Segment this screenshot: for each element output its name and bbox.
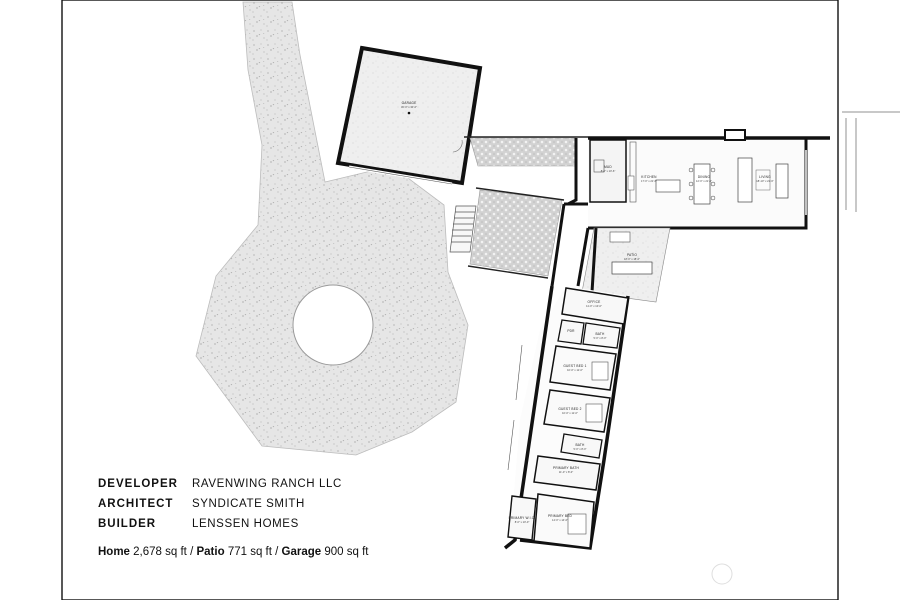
garage-area-value: 900 sq ft: [324, 546, 369, 558]
room-label-pdr: PDR: [567, 329, 575, 333]
room-label-dining: DINING: [698, 175, 711, 179]
room-dim-primary-wic: 8'-0" x 10'-0": [515, 520, 530, 524]
patio-area-label: Patio: [196, 546, 225, 558]
entry-steps: [449, 205, 477, 253]
patio-area-value: 771 sq ft: [227, 546, 272, 558]
room-dim-bath-2: 5'-0" x 8'-0": [573, 447, 586, 451]
gallery-walls: [550, 138, 590, 287]
room-label-bath-2: BATH: [575, 443, 585, 447]
faded-mark: [711, 563, 733, 585]
room-dim-guest-bed-2: 10'-0" x 11'-0": [562, 411, 578, 415]
room-dim-living: 18'-10" x 21'-6": [756, 179, 773, 183]
area-separator: /: [190, 546, 194, 558]
room-label-mud: MUD: [604, 165, 612, 169]
room-dim-kitchen: 17'-0" x 21'-6": [641, 179, 657, 183]
credit-role: ARCHITECT: [98, 498, 174, 510]
breezeway-frame: [464, 136, 588, 279]
driveway-gravel: [195, 1, 469, 456]
room-dim-dining: 12'-0" x 21'-6": [696, 179, 712, 183]
room-dim-garage: 30'-0" x 30'-0": [401, 105, 417, 109]
credit-name: LENSSEN HOMES: [192, 518, 299, 530]
room-label-living: LIVING: [759, 175, 771, 179]
driveway-island: [292, 284, 374, 366]
main-wing: MUD 8'-0" x 10'-6" KITCHEN 17'-0" x 21'-…: [588, 129, 830, 230]
home-area-value: 2,678 sq ft: [133, 546, 187, 558]
room-dim-guest-bed-1: 10'-0" x 11'-0": [567, 368, 583, 372]
room-label-garage: GARAGE: [402, 101, 417, 105]
room-dim-bath-1: 5'-0" x 8'-0": [593, 336, 606, 340]
breezeway-pavers-upper: [469, 137, 577, 167]
room-label-kitchen: KITCHEN: [641, 175, 657, 179]
room-label-primary-bed: PRIMARY BED: [548, 514, 573, 518]
garage-area-label: Garage: [281, 546, 322, 558]
room-label-primary-bath: PRIMARY BATH: [553, 466, 579, 470]
bedroom-wing: OFFICE 11'-0" x 10'-0" PDR BATH 5'-0" x …: [503, 285, 630, 550]
garage: GARAGE 30'-0" x 30'-0": [335, 45, 483, 186]
room-label-guest-bed-2: GUEST BED 2: [558, 407, 581, 411]
home-area-label: Home: [98, 546, 130, 558]
credit-role: BUILDER: [98, 518, 157, 530]
room-label-bath-1: BATH: [595, 332, 605, 336]
credit-role: DEVELOPER: [98, 478, 178, 490]
room-dim-primary-bath: 11'-0" x 8'-0": [559, 470, 573, 474]
room-dim-office: 11'-0" x 10'-0": [586, 304, 602, 308]
room-label-primary-wic: PRIMARY W.I.C.: [509, 516, 536, 520]
room-label-office: OFFICE: [588, 300, 601, 304]
room-label-patio: PATIO: [627, 253, 637, 257]
credit-name: RAVENWING RANCH LLC: [192, 478, 342, 490]
room-dim-patio: 18'-0" x 18'-0": [624, 257, 640, 261]
faded-adjacent-page: [842, 111, 900, 212]
patio: PATIO 18'-0" x 18'-0": [581, 227, 671, 303]
area-separator: /: [275, 546, 279, 558]
room-dim-primary-bed: 14'-0" x 14'-0": [552, 518, 568, 522]
room-label-guest-bed-1: GUEST BED 1: [563, 364, 586, 368]
area-summary: Home 2,678 sq ft / Patio 771 sq ft / Gar…: [98, 546, 369, 558]
credit-name: SYNDICATE SMITH: [192, 498, 305, 510]
breezeway-pavers-lower: [469, 189, 563, 277]
room-dim-mud: 8'-0" x 10'-6": [601, 169, 616, 173]
